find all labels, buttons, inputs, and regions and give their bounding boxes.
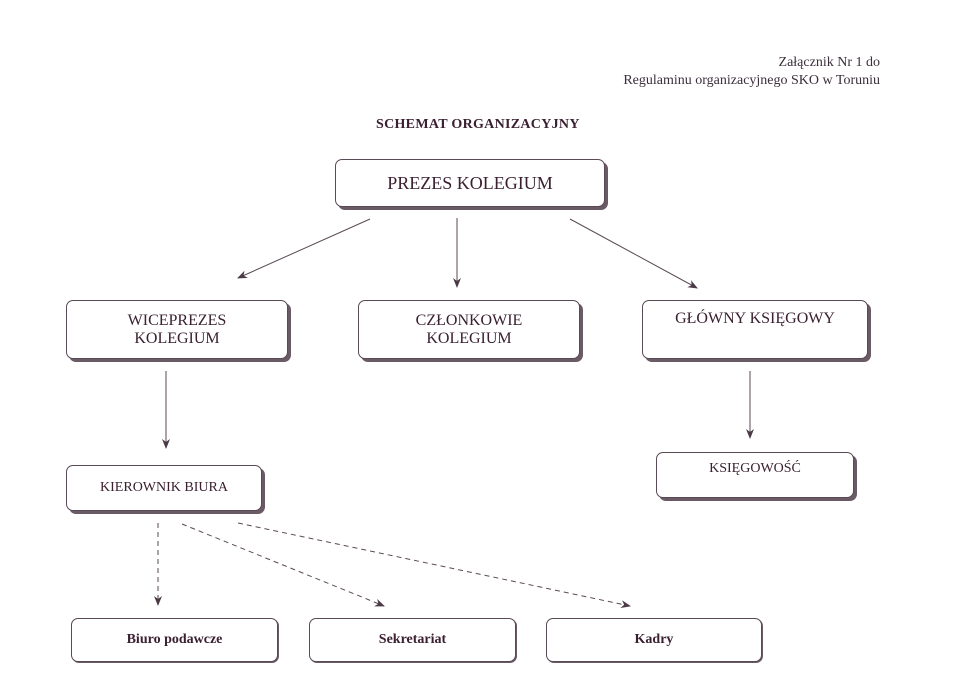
box-czlonkowie-kolegium: CZŁONKOWIE KOLEGIUM bbox=[358, 300, 580, 359]
box-kadry: Kadry bbox=[546, 618, 762, 662]
annex-line-2: Regulaminu organizacyjnego SKO w Toruniu bbox=[623, 73, 880, 88]
box-ksiegowosc: KSIĘGOWOŚĆ bbox=[656, 452, 854, 498]
arrow-prezes-to-wiceprezes bbox=[237, 218, 371, 279]
box-wiceprezes-line-2: KOLEGIUM bbox=[134, 329, 220, 347]
box-biuro-label: Biuro podawcze bbox=[126, 632, 223, 647]
box-glowny-label: GŁÓWNY KSIĘGOWY bbox=[675, 310, 835, 327]
dashed-arrow-kierownik-to-sekretariat bbox=[181, 523, 385, 607]
box-glowny-ksiegowy: GŁÓWNY KSIĘGOWY bbox=[642, 300, 868, 359]
box-sekretariat: Sekretariat bbox=[309, 618, 516, 662]
chart-title: SCHEMAT ORGANIZACYJNY bbox=[376, 117, 580, 132]
box-sekretariat-label: Sekretariat bbox=[378, 632, 447, 647]
box-kierownik-label: KIEROWNIK BIURA bbox=[100, 480, 228, 495]
annex-note: Załącznik Nr 1 do Regulaminu organizacyj… bbox=[623, 54, 880, 90]
box-prezes-label: PREZES KOLEGIUM bbox=[387, 172, 553, 193]
box-czlonkowie-line-1: CZŁONKOWIE bbox=[415, 311, 523, 329]
arrow-prezes-to-glowny bbox=[569, 218, 698, 289]
box-wiceprezes-line-1: WICEPREZES bbox=[127, 311, 227, 329]
box-ksiegowosc-label: KSIĘGOWOŚĆ bbox=[709, 461, 801, 476]
box-prezes-kolegium: PREZES KOLEGIUM bbox=[335, 159, 605, 207]
dashed-arrow-kierownik-to-kadry bbox=[237, 522, 631, 609]
box-biuro-podawcze: Biuro podawcze bbox=[71, 618, 278, 662]
box-wiceprezes-kolegium: WICEPREZES KOLEGIUM bbox=[66, 300, 288, 359]
box-kadry-label: Kadry bbox=[634, 632, 674, 647]
box-czlonkowie-line-2: KOLEGIUM bbox=[426, 329, 512, 347]
box-kierownik-biura: KIEROWNIK BIURA bbox=[66, 465, 262, 511]
annex-line-1: Załącznik Nr 1 do bbox=[778, 55, 880, 70]
